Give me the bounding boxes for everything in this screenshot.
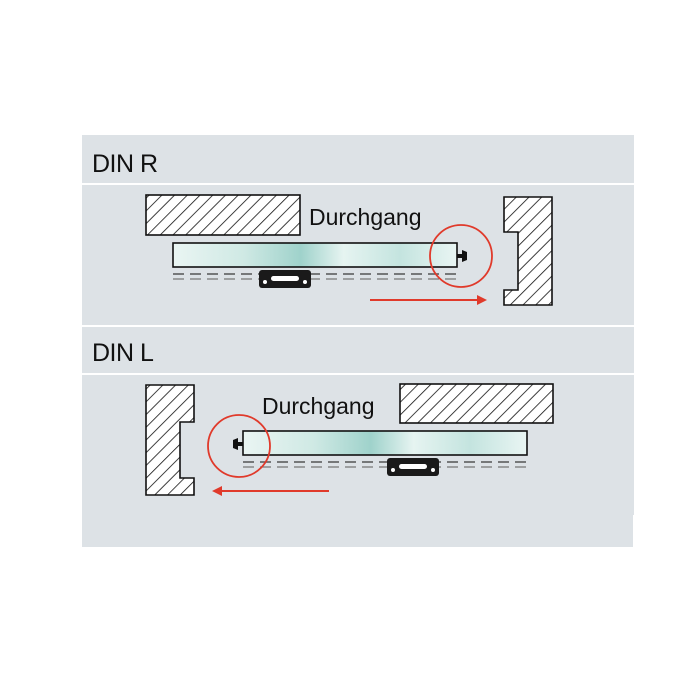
separator — [633, 515, 636, 548]
handle-icon — [259, 270, 311, 288]
glass-door-icon — [172, 242, 458, 268]
section-header: DIN L — [92, 339, 154, 367]
highlight-circle-icon — [207, 414, 271, 478]
glass-door-icon — [242, 430, 528, 456]
section-din-r: DIN R Durchgang — [92, 150, 553, 306]
rail — [173, 273, 458, 280]
passage-label: Durchgang — [262, 393, 375, 419]
stopper-icon — [457, 250, 467, 262]
separator — [82, 325, 634, 327]
section-header: DIN R — [92, 150, 158, 178]
highlight-circle-icon — [429, 224, 493, 288]
handle-icon — [387, 458, 439, 476]
separator — [82, 183, 634, 185]
rail — [243, 461, 528, 468]
section-din-l: DIN L Durchgang — [92, 339, 554, 496]
separator — [82, 373, 634, 375]
hatched-wall-icon — [145, 384, 195, 496]
hatched-wall-icon — [399, 383, 554, 424]
hatched-wall-icon — [503, 196, 553, 306]
passage-label: Durchgang — [309, 204, 422, 230]
stopper-icon — [233, 438, 243, 450]
hatched-wall-icon — [145, 194, 301, 236]
